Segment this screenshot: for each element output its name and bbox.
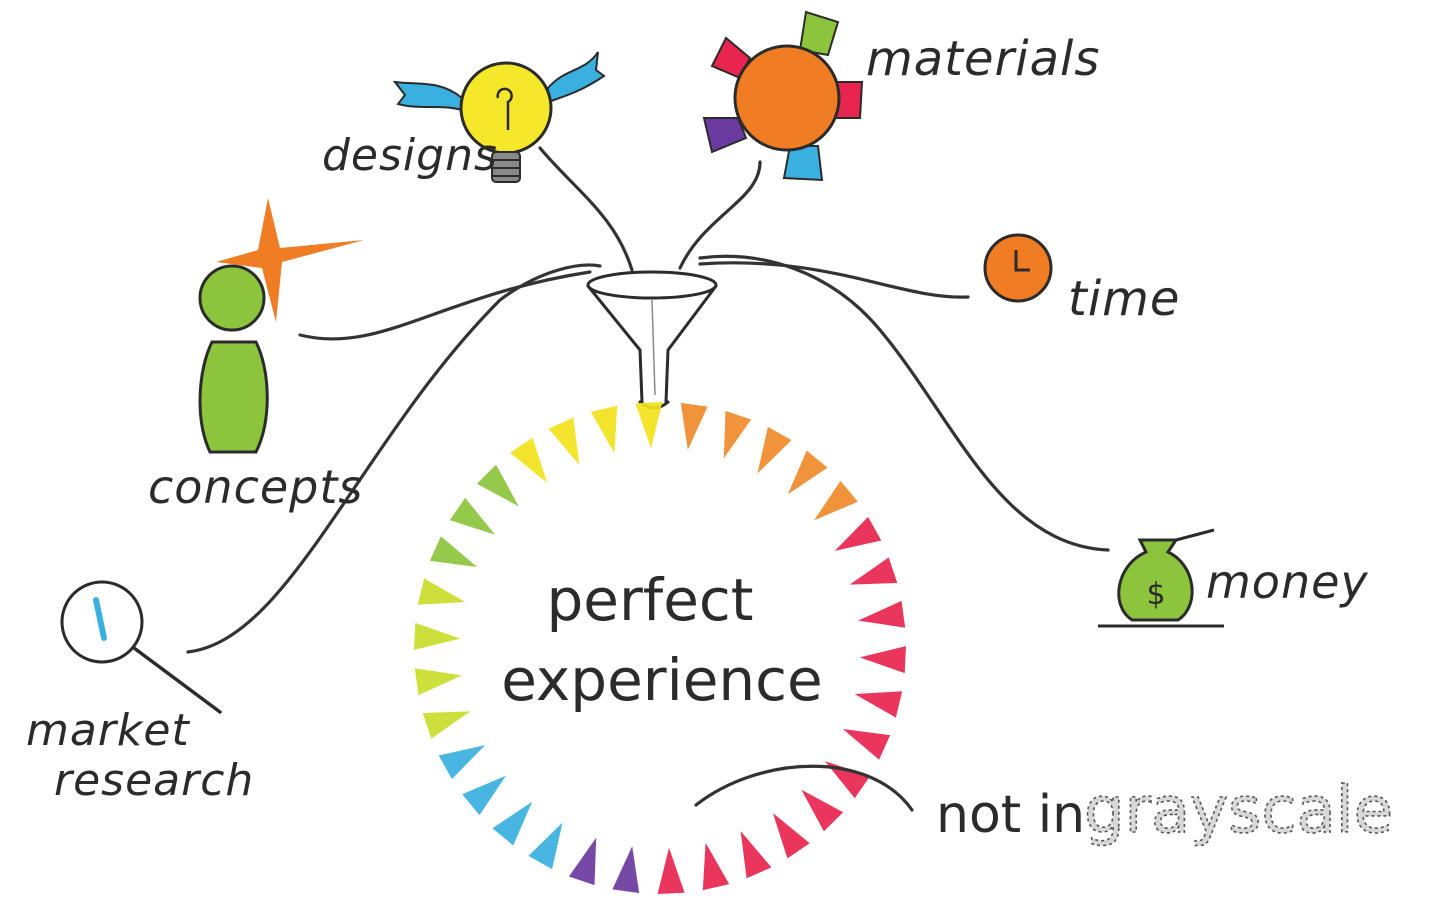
connector-lines	[186, 146, 1110, 654]
ring-petal	[590, 405, 618, 454]
ring-petal	[787, 450, 828, 495]
ring-petal	[492, 801, 533, 846]
ring-petal	[723, 410, 752, 459]
label-materials: materials	[866, 31, 1100, 87]
label-market-research-line2: research	[54, 755, 254, 806]
ring-petal	[422, 711, 471, 739]
note-prefix: not in	[936, 785, 1085, 845]
ring-petal	[814, 480, 858, 521]
ring-petal	[854, 691, 903, 718]
ring-petal	[548, 417, 580, 465]
ring-petal	[528, 822, 563, 870]
connector-money	[698, 254, 1110, 552]
ring-petal	[657, 847, 685, 894]
connector-materials	[678, 160, 762, 270]
ring-petal	[842, 729, 891, 760]
ring-petal	[414, 668, 462, 696]
connector-concepts	[298, 270, 592, 341]
label-time: time	[1068, 271, 1180, 327]
ring-petal	[635, 402, 663, 449]
connector-market-research	[186, 263, 602, 654]
ring-petal	[834, 516, 882, 551]
ring-petal	[510, 437, 548, 483]
connector-designs	[538, 146, 634, 272]
center-line2: experience	[501, 646, 822, 714]
ring-petal	[859, 646, 906, 674]
ring-petal	[438, 745, 486, 780]
label-market-research-line1: market	[26, 705, 190, 756]
ring-petal	[824, 761, 871, 799]
ring-petal	[612, 846, 640, 894]
ring-petal	[680, 402, 708, 450]
clock-icon	[983, 233, 1053, 303]
ring-petal	[757, 426, 792, 474]
ring-petal	[462, 775, 506, 816]
ring-petal	[417, 578, 466, 605]
money-bag-icon: $	[1098, 528, 1224, 628]
svg-text:$: $	[1146, 577, 1165, 612]
ring-petal	[772, 813, 810, 859]
center-line1: perfect	[546, 566, 753, 634]
magnifier-icon	[60, 580, 222, 714]
winged-lightbulb-icon	[392, 51, 606, 183]
colorful-sun-icon	[702, 10, 864, 182]
person-star-icon	[198, 198, 364, 454]
ring-petal	[849, 557, 898, 585]
ring-petal	[429, 536, 478, 567]
connector-time	[698, 261, 970, 299]
ring-petal	[414, 622, 461, 650]
ring-petal	[449, 497, 496, 535]
label-concepts: concepts	[148, 460, 363, 514]
funnel-icon	[586, 270, 718, 410]
ring-petal	[740, 831, 772, 879]
ring-petal	[702, 842, 730, 891]
ring-petal	[476, 464, 519, 507]
ring-petal	[568, 837, 597, 886]
ring-petal	[801, 789, 844, 832]
color-ring	[414, 402, 906, 894]
ring-petal	[858, 600, 906, 628]
note-emphasis: grayscale	[1084, 774, 1393, 848]
label-designs: designs	[322, 130, 498, 181]
note-arc	[694, 764, 914, 812]
label-money: money	[1206, 555, 1369, 609]
